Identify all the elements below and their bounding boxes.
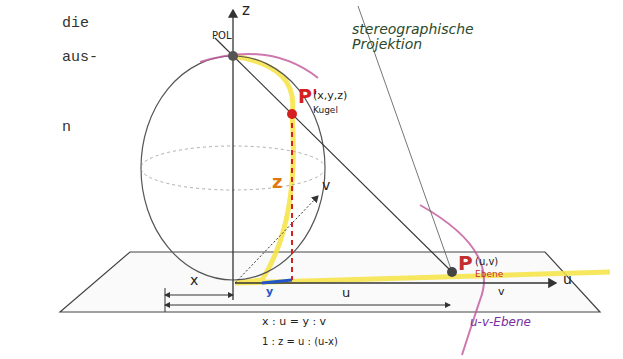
sphere-point [287, 109, 297, 119]
pink-arc [200, 54, 318, 78]
document-text: aus- [62, 50, 98, 67]
plane-point [447, 267, 457, 277]
point-label: P [458, 252, 473, 274]
formula: 1 : z = u : (u-x) [262, 336, 338, 347]
projection-note: stereographische Projektion [352, 22, 464, 53]
height-line [291, 114, 293, 280]
pole-label: POL [212, 30, 231, 41]
formula: x : u = y : v [262, 316, 326, 328]
u-axis [235, 282, 556, 283]
axis-label: v [322, 178, 330, 193]
axis-label: z [242, 2, 250, 19]
coordinate-label: (x,y,z) [313, 90, 347, 102]
sphere-label: Kugel [313, 106, 338, 116]
y-segment [262, 280, 292, 283]
document-text: n [62, 120, 71, 137]
plane-label: Ebene [475, 270, 503, 280]
document-text: die [62, 16, 89, 33]
plane-caption: u-v-Ebene [470, 316, 531, 329]
axis-label: v [498, 286, 505, 298]
height-label: z [272, 172, 282, 192]
coordinate-label: y [266, 286, 273, 298]
projection-ray [215, 38, 452, 272]
yellow-trace [233, 56, 610, 283]
v-axis [235, 196, 318, 283]
axis-label: u [563, 272, 572, 287]
dimension-label: x [190, 273, 198, 288]
dimension-tick [165, 288, 166, 312]
coordinate-label: (u,v) [475, 256, 498, 267]
u-dimension [165, 305, 450, 306]
pole-point [228, 51, 238, 61]
pink-arc [420, 205, 484, 355]
x-dimension [165, 295, 233, 296]
dimension-label: u [342, 286, 350, 300]
